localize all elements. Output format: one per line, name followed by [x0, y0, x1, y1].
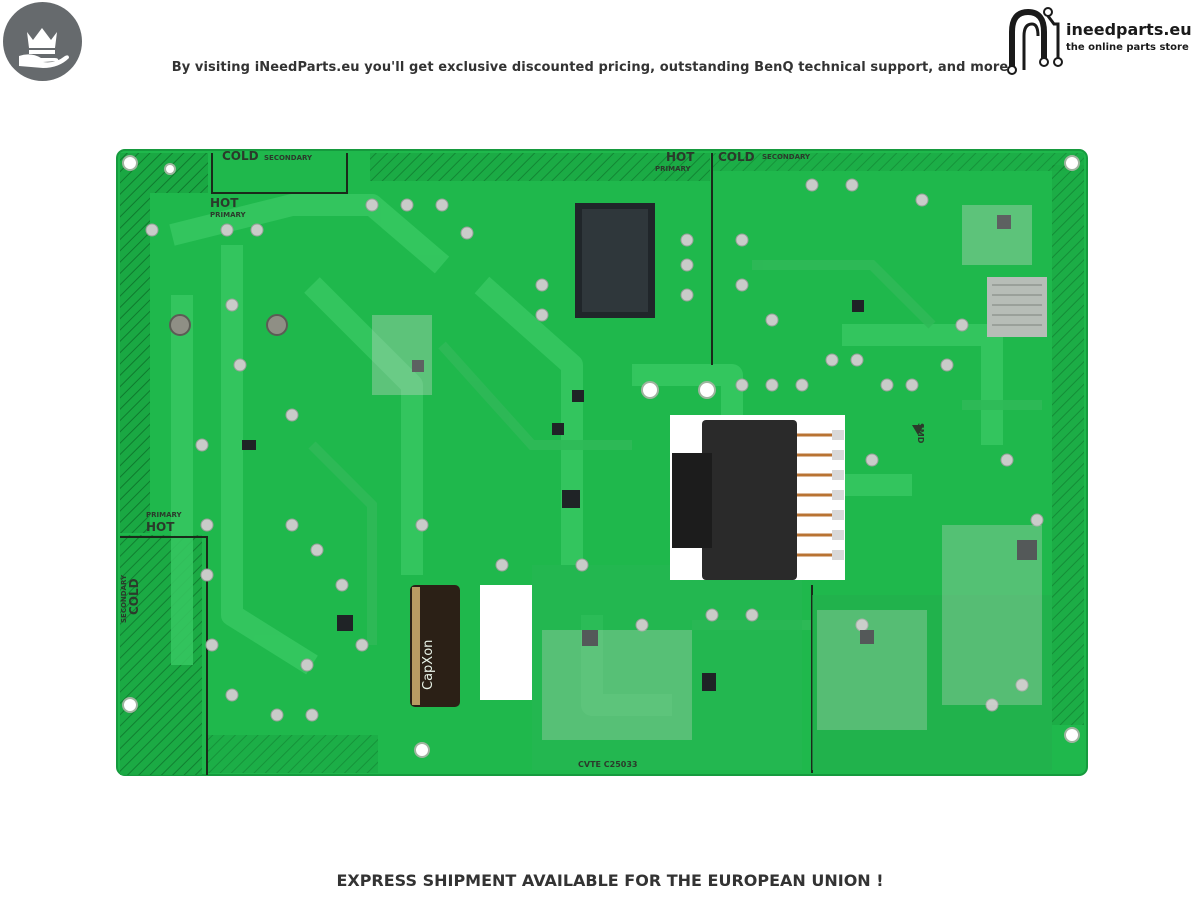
silk-cold-top-left: COLD	[222, 149, 259, 163]
silk-hot-left: HOT	[146, 520, 175, 534]
brand-subtitle: the online parts store	[1066, 42, 1189, 53]
ineedparts-logo-icon	[1007, 7, 1063, 75]
crown-hand-logo	[3, 2, 82, 81]
product-photo-power-board: CapXon	[112, 145, 1092, 780]
transformer	[702, 420, 797, 580]
promo-tagline: By visiting iNeedParts.eu you'll get exc…	[171, 60, 1009, 75]
silk-hot-top-left: HOT	[210, 196, 239, 210]
silk-secondary-top-left: SECONDARY	[264, 154, 313, 162]
silk-cold-top-center: COLD	[718, 150, 755, 164]
silk-cold-left: COLD	[127, 578, 141, 615]
silk-hot-top-center: HOT	[666, 150, 695, 164]
ineedparts-logo[interactable]: ineedparts.eu the online parts store	[1004, 2, 1196, 76]
silk-primary-top-center: PRIMARY	[655, 165, 692, 173]
silk-primary-left: PRIMARY	[146, 511, 183, 519]
silk-primary-top-left: PRIMARY	[210, 211, 247, 219]
electrolytic-capacitor	[410, 585, 460, 707]
silk-smd: SMD	[916, 423, 925, 444]
crown-hand-icon	[19, 28, 69, 68]
pcb-illustration: CapXon	[116, 149, 1088, 776]
silk-secondary-top-center: SECONDARY	[762, 153, 811, 161]
silk-secondary-left: SECONDARY	[120, 574, 128, 623]
capacitor-brand-label: CapXon	[421, 640, 436, 690]
shipping-notice: EXPRESS SHIPMENT AVAILABLE FOR THE EUROP…	[336, 871, 884, 890]
brand-name: ineedparts.eu	[1066, 20, 1192, 39]
silk-board-code: CVTE C25033	[578, 760, 637, 769]
